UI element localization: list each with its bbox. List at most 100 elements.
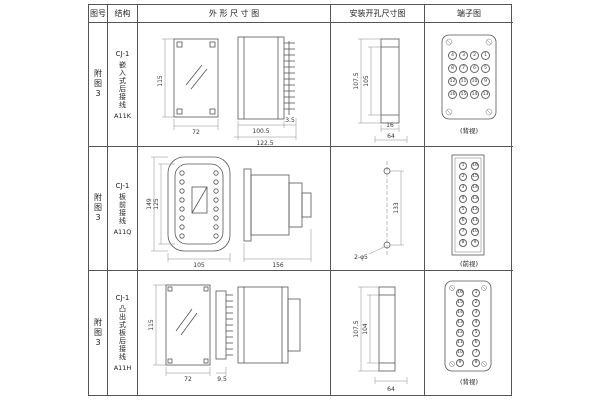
row3-mounting-cell: 107.5 104 64 <box>331 271 425 395</box>
fig-no: 附图3 <box>93 69 103 100</box>
row3-outline-cell: 115 72 9.5 <box>138 271 331 395</box>
header-structure: 结构 <box>108 5 138 23</box>
header-fig-no: 图号 <box>89 5 108 23</box>
terminal-number: 3 <box>459 184 467 192</box>
model-name: CJ-1 <box>115 49 130 58</box>
model-name: CJ-1 <box>115 181 130 190</box>
terminal-number: 7 <box>459 64 468 73</box>
terminal-number: 13 <box>456 319 464 327</box>
dim-label: 107.5 <box>353 72 360 89</box>
dim-label: 105 <box>193 262 205 269</box>
terminal-number: 12 <box>471 206 479 214</box>
terminal-number: 8 <box>448 64 457 73</box>
dim-label: 100.5 <box>252 128 269 135</box>
mounting-drawing-a11k: 107.5 105 16 64 <box>353 38 408 143</box>
terminal-view-label: (背视) <box>459 127 479 135</box>
terminal-number: 7 <box>472 349 480 357</box>
terminal-number: 2 <box>472 299 480 307</box>
type-code: A11K <box>114 111 131 120</box>
dim-label: 64 <box>387 386 395 393</box>
terminal-number: 6 <box>459 217 467 225</box>
dim-label: 105 <box>363 75 370 87</box>
dim-label: 104 <box>362 323 369 335</box>
header-terminal-diagram: 端子图 <box>425 5 513 23</box>
header-outline-dims: 外 形 尺 寸 图 <box>138 5 331 23</box>
terminal-number: 6 <box>472 339 480 347</box>
terminal-number: 4 <box>459 195 467 203</box>
structure-desc: 嵌入式后接线 <box>118 60 127 109</box>
terminal-number: 6 <box>470 64 479 73</box>
terminal-view-label: (前视) <box>459 260 479 268</box>
dim-label: 3.5 <box>285 117 295 124</box>
terminal-number: 3 <box>459 51 468 60</box>
row1-structure-cell: CJ-1 嵌入式后接线 A11K <box>108 23 138 147</box>
outline-drawing-a11k: 115 72 100.5 3.5 122.5 <box>157 36 297 146</box>
terminal-number: 10 <box>471 228 479 236</box>
dim-label: 115 <box>157 75 164 87</box>
terminal-number: 10 <box>470 77 479 86</box>
terminal-number: 9 <box>481 77 490 86</box>
terminal-number: 13 <box>471 195 479 203</box>
terminal-number: 5 <box>459 206 467 214</box>
terminal-number: 5 <box>481 64 490 73</box>
terminal-number: 3 <box>472 309 480 317</box>
mounting-drawing-a11h: 107.5 104 64 <box>353 286 408 393</box>
terminal-number: 15 <box>471 173 479 181</box>
hole-spec-label: 2-φ5 <box>354 254 368 261</box>
terminal-number: 8 <box>459 239 467 247</box>
outline-drawing-a11h: 115 72 9.5 <box>148 284 301 383</box>
dim-label: 16 <box>386 122 394 129</box>
terminal-number: 15 <box>456 299 464 307</box>
dim-label: 156 <box>272 262 284 269</box>
row3-fig-no-cell: 附图3 <box>89 271 108 395</box>
terminal-number: 1 <box>459 162 467 170</box>
row2-outline-cell: 149 125 105 156 <box>138 147 331 271</box>
type-code: A11Q <box>113 227 132 236</box>
structure-desc: 凸出式板后接线 <box>118 305 127 361</box>
row2-mounting-cell: 133 2-φ5 <box>331 147 425 271</box>
terminal-plate-back-view <box>444 280 492 372</box>
fig-no: 附图3 <box>93 193 103 224</box>
row1-fig-no-cell: 附图3 <box>89 23 108 147</box>
terminal-number: 10 <box>456 349 464 357</box>
dim-label: 9.5 <box>217 376 227 383</box>
terminal-number: 1 <box>481 51 490 60</box>
row1-mounting-cell: 107.5 105 16 64 <box>331 23 425 147</box>
dim-label: 149 <box>146 198 153 210</box>
terminal-number: 14 <box>456 309 464 317</box>
terminal-number: 14 <box>470 90 479 99</box>
dim-label: 115 <box>148 319 155 331</box>
row2-fig-no-cell: 附图3 <box>89 147 108 271</box>
terminal-number: 16 <box>471 162 479 170</box>
terminal-strip-front-view <box>451 154 485 256</box>
terminal-number: 11 <box>471 217 479 225</box>
dim-label: 125 <box>153 198 160 210</box>
terminal-number: 7 <box>459 228 467 236</box>
terminal-number: 15 <box>459 90 468 99</box>
terminal-number: 8 <box>472 359 480 367</box>
dim-label: 72 <box>192 129 200 136</box>
header-mounting-dims: 安装开孔尺寸图 <box>331 5 425 23</box>
terminal-number: 13 <box>481 90 490 99</box>
terminal-number: 5 <box>472 329 480 337</box>
terminal-plate-back-view <box>441 34 497 120</box>
terminal-number: 4 <box>472 319 480 327</box>
structure-desc: 板前接线 <box>118 192 127 225</box>
model-name: CJ-1 <box>115 294 130 302</box>
row2-structure-cell: CJ-1 板前接线 A11Q <box>108 147 138 271</box>
spec-table: 图号 结构 外 形 尺 寸 图 安装开孔尺寸图 端子图 附图3 CJ-1 嵌入式… <box>88 4 513 396</box>
terminal-number: 14 <box>471 184 479 192</box>
terminal-number: 1 <box>472 289 480 297</box>
outline-drawing-a11q: 149 125 105 156 <box>146 156 312 269</box>
row1-outline-cell: 115 72 100.5 3.5 122.5 <box>138 23 331 147</box>
terminal-number: 9 <box>456 359 464 367</box>
terminal-number: 16 <box>456 289 464 297</box>
terminal-number: 16 <box>448 90 457 99</box>
row3-structure-cell: CJ-1 凸出式板后接线 A11H <box>108 271 138 395</box>
dim-label: 107.5 <box>353 320 360 337</box>
